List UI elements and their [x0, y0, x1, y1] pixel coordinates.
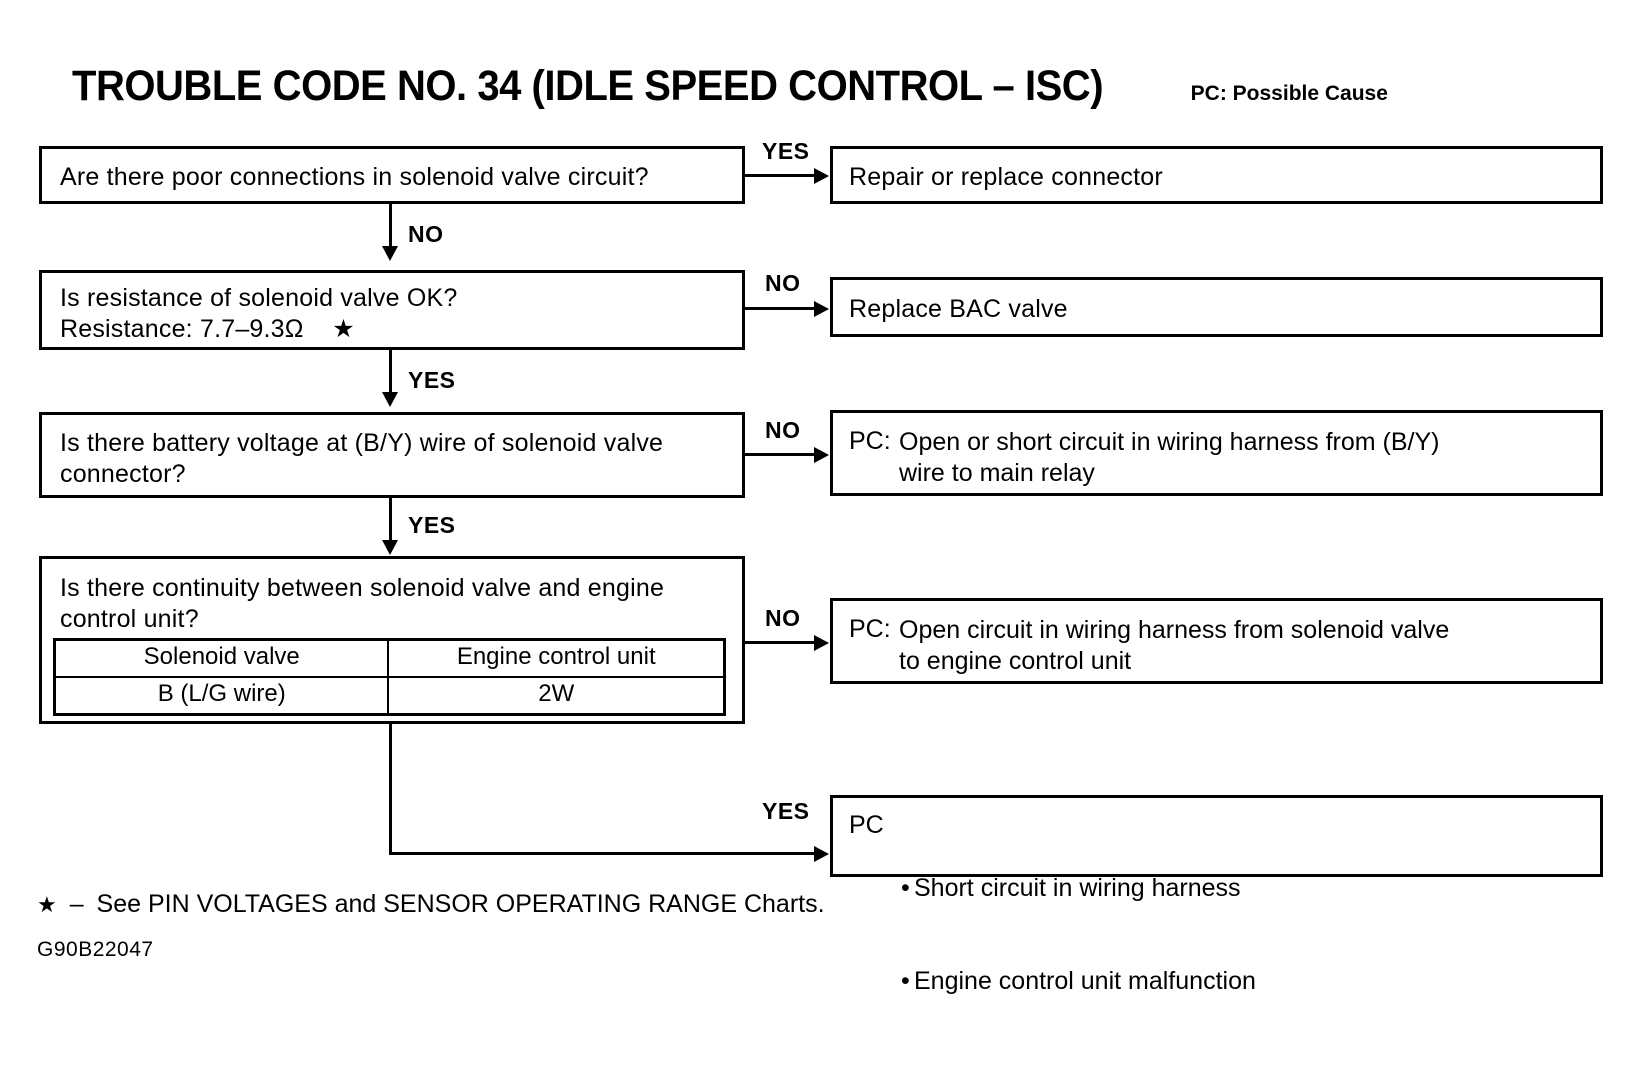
table-header-solenoid-valve: Solenoid valve: [53, 638, 390, 678]
branch-label-q1-no: NO: [408, 221, 444, 247]
question-box-2: Is resistance of solenoid valve OK? Resi…: [39, 270, 745, 350]
bullet-icon: •: [901, 967, 910, 995]
branch-label-q1-yes: YES: [762, 138, 810, 164]
list-item: •Short circuit in wiring harness: [901, 873, 1256, 904]
connector-q1-to-r1: [745, 174, 817, 177]
table-header-engine-control-unit: Engine control unit: [387, 638, 726, 678]
arrowhead-q2-to-q3: [382, 392, 398, 407]
question-box-3-line1: Is there battery voltage at (B/Y) wire o…: [60, 429, 664, 457]
result-box-5-bullet-1: Short circuit in wiring harness: [914, 874, 1241, 902]
branch-label-q4-yes: YES: [762, 798, 810, 824]
star-icon: ★: [37, 892, 57, 917]
arrowhead-q1-to-q2: [382, 246, 398, 261]
question-box-4-line2: control unit?: [60, 605, 199, 633]
connector-q2-to-q3: [389, 350, 392, 395]
result-box-2-text: Replace BAC valve: [849, 295, 1068, 323]
result-box-4-pc-label: PC:: [849, 615, 891, 643]
page-title: TROUBLE CODE NO. 34 (IDLE SPEED CONTROL …: [72, 62, 1388, 111]
result-box-2: Replace BAC valve: [830, 277, 1603, 337]
question-box-1: Are there poor connections in solenoid v…: [39, 146, 745, 204]
arrowhead-q3-to-r3: [814, 447, 829, 463]
result-box-3-pc-label: PC:: [849, 427, 891, 455]
result-box-3-line1: Open or short circuit in wiring harness …: [899, 428, 1440, 456]
result-box-1: Repair or replace connector: [830, 146, 1603, 204]
branch-label-q3-no: NO: [765, 417, 801, 443]
footnote-text: See PIN VOLTAGES and SENSOR OPERATING RA…: [96, 890, 825, 918]
footnote-star-note: ★ – See PIN VOLTAGES and SENSOR OPERATIN…: [37, 890, 825, 919]
question-box-3: Is there battery voltage at (B/Y) wire o…: [39, 412, 745, 498]
branch-label-q2-yes: YES: [408, 367, 456, 393]
table-header-row: Solenoid valve Engine control unit: [53, 638, 726, 678]
branch-label-q2-no: NO: [765, 270, 801, 296]
connector-q4-to-r5-horizontal: [389, 852, 817, 855]
arrowhead-q4-to-r5: [814, 846, 829, 862]
question-box-3-line2: connector?: [60, 460, 186, 488]
list-item: •Engine control unit malfunction: [901, 966, 1256, 997]
result-box-5-bullet-2: Engine control unit malfunction: [914, 967, 1256, 995]
result-box-5: PC •Short circuit in wiring harness •Eng…: [830, 795, 1603, 995]
result-box-4-line1: Open circuit in wiring harness from sole…: [899, 616, 1450, 644]
question-box-4-line1: Is there continuity between solenoid val…: [60, 574, 665, 602]
arrowhead-q1-to-r1: [814, 168, 829, 184]
question-box-1-text: Are there poor connections in solenoid v…: [60, 163, 649, 191]
bullet-icon: •: [901, 874, 910, 902]
arrowhead-q4-to-r4: [814, 635, 829, 651]
result-box-5-bullet-list: •Short circuit in wiring harness •Engine…: [901, 811, 1256, 1059]
arrowhead-q3-to-q4: [382, 540, 398, 555]
result-box-3: PC: Open or short circuit in wiring harn…: [830, 410, 1603, 496]
connector-q3-to-q4: [389, 498, 392, 543]
branch-label-q4-no: NO: [765, 605, 801, 631]
page-title-main: TROUBLE CODE NO. 34 (IDLE SPEED CONTROL …: [72, 62, 1104, 110]
connector-q2-to-r2: [745, 307, 817, 310]
footnote-dash: –: [69, 890, 84, 918]
table-row: B (L/G wire) 2W: [53, 676, 726, 716]
result-box-4: PC: Open circuit in wiring harness from …: [830, 598, 1603, 684]
connector-q1-to-q2: [389, 204, 392, 249]
question-box-2-line1: Is resistance of solenoid valve OK?: [60, 284, 458, 312]
result-box-4-line2: to engine control unit: [899, 647, 1132, 675]
table-cell-engine-control-unit-value: 2W: [387, 676, 726, 716]
title-legend-possible-cause: PC: Possible Cause: [1190, 82, 1388, 105]
connector-q4-to-r5-vertical: [389, 724, 392, 855]
branch-label-q3-yes: YES: [408, 512, 456, 538]
figure-id: G90B22047: [37, 938, 154, 961]
question-box-2-line2: Resistance: 7.7–9.3Ω ★: [60, 315, 355, 343]
connector-q3-to-r3: [745, 453, 817, 456]
result-box-1-text: Repair or replace connector: [849, 163, 1163, 191]
result-box-5-pc-label: PC: [849, 811, 884, 839]
result-box-3-line2: wire to main relay: [899, 459, 1095, 487]
connector-q4-to-r4: [745, 641, 817, 644]
continuity-table: Solenoid valve Engine control unit B (L/…: [53, 638, 726, 716]
table-cell-solenoid-valve-value: B (L/G wire): [53, 676, 390, 716]
arrowhead-q2-to-r2: [814, 301, 829, 317]
